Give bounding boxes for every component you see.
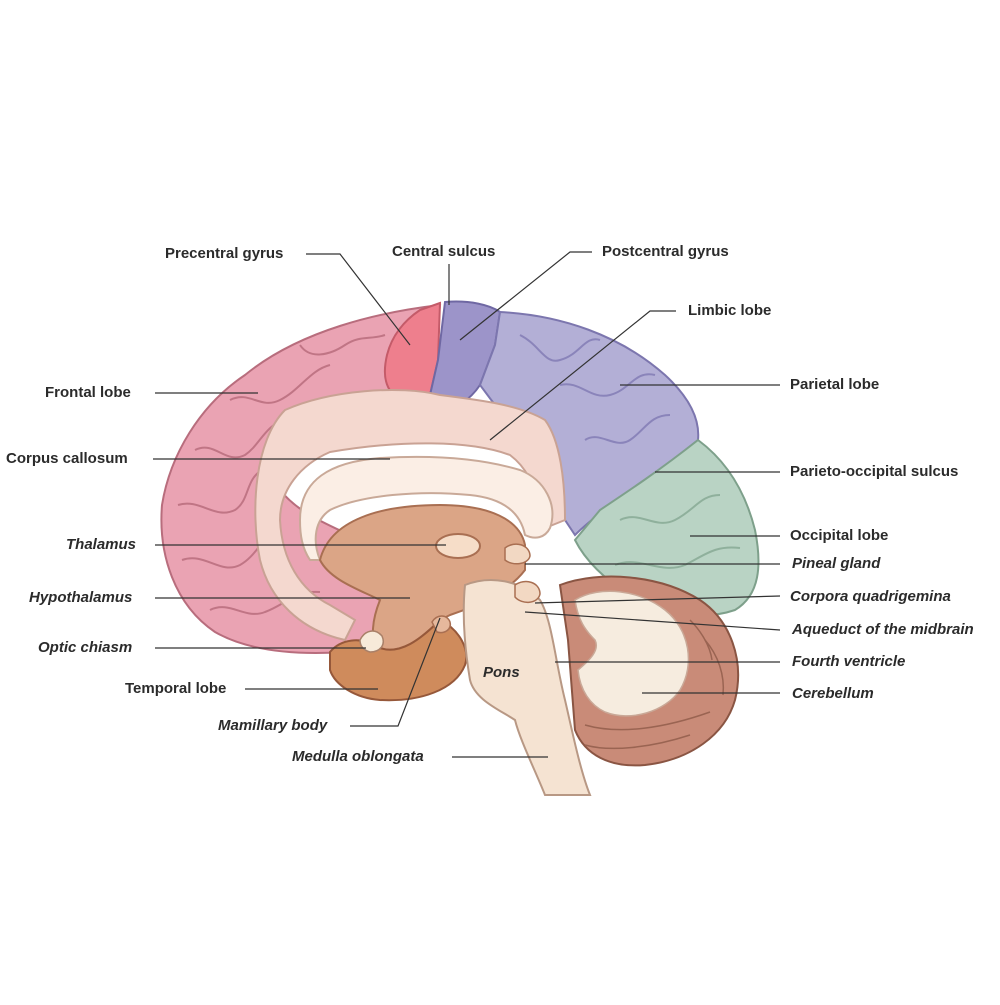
label-aqueduct-of-the-midbrain: Aqueduct of the midbrain xyxy=(792,621,974,639)
label-hypothalamus: Hypothalamus xyxy=(29,589,132,607)
label-corpora-quadrigemina: Corpora quadrigemina xyxy=(790,588,951,606)
label-precentral-gyrus: Precentral gyrus xyxy=(165,245,283,263)
label-parieto-occipital-sulcus: Parieto-occipital sulcus xyxy=(790,463,958,481)
label-parietal-lobe: Parietal lobe xyxy=(790,376,879,394)
label-cerebellum: Cerebellum xyxy=(792,685,874,703)
label-temporal-lobe: Temporal lobe xyxy=(125,680,226,698)
label-frontal-lobe: Frontal lobe xyxy=(45,384,131,402)
label-limbic-lobe: Limbic lobe xyxy=(688,302,771,320)
label-medulla-oblongata: Medulla oblongata xyxy=(292,748,424,766)
label-occipital-lobe: Occipital lobe xyxy=(790,527,888,545)
label-pineal-gland: Pineal gland xyxy=(792,555,880,573)
label-mamillary-body: Mamillary body xyxy=(218,717,327,735)
label-optic-chiasm: Optic chiasm xyxy=(38,639,132,657)
label-thalamus: Thalamus xyxy=(66,536,136,554)
optic-chiasm-shape xyxy=(360,631,383,652)
pons-label: Pons xyxy=(483,664,520,681)
label-postcentral-gyrus: Postcentral gyrus xyxy=(602,243,729,261)
label-central-sulcus: Central sulcus xyxy=(392,243,495,261)
pineal-gland-shape xyxy=(505,544,530,564)
thalamus-shape xyxy=(436,534,480,558)
label-fourth-ventricle: Fourth ventricle xyxy=(792,653,905,671)
label-corpus-callosum: Corpus callosum xyxy=(6,450,128,468)
corpora-quadrigemina-shape xyxy=(515,582,540,603)
